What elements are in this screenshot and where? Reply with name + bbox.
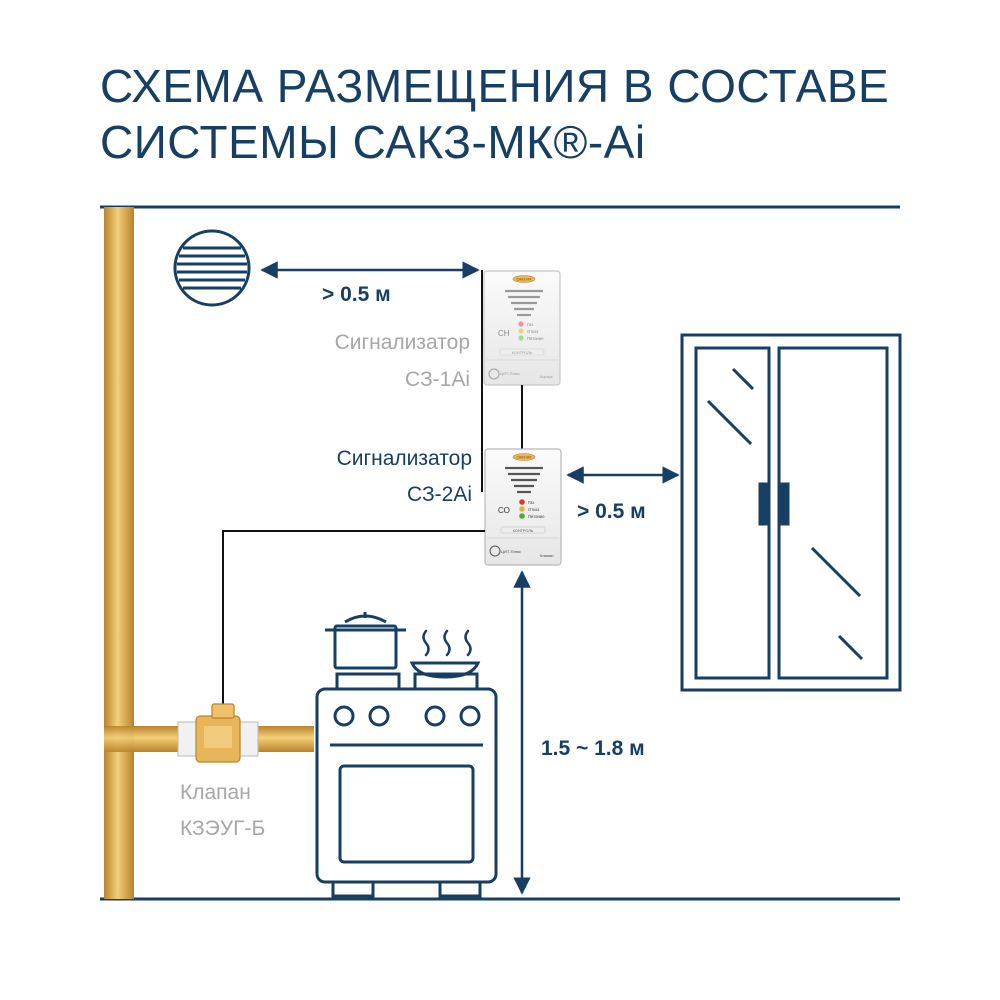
detector-sz-2ai: САКЗ-МК СО Газ Отказ Питание КОНТРОЛЬ ЦИ… bbox=[484, 448, 562, 566]
detector-2-label-line-1: Сигнализатор bbox=[337, 447, 472, 470]
svg-text:Питание: Питание bbox=[528, 514, 545, 519]
page-title: СХЕМА РАЗМЕЩЕНИЯ В СОСТАВЕ СИСТЕМЫ САКЗ-… bbox=[100, 58, 960, 170]
detector-2-label-line-2: СЗ-2Ai bbox=[407, 483, 472, 506]
grille-2 bbox=[505, 466, 543, 494]
window-distance-label: > 0.5 м bbox=[577, 500, 646, 523]
vent-grille-icon bbox=[173, 229, 251, 307]
title-line-1: СХЕМА РАЗМЕЩЕНИЯ В СОСТАВЕ bbox=[100, 60, 890, 112]
pot-icon bbox=[325, 612, 406, 670]
gas-stove-icon bbox=[315, 672, 498, 898]
title-line-2: СИСТЕМЫ САКЗ-МК®-Ai bbox=[100, 116, 646, 168]
badge-1: САКЗ-МК bbox=[516, 278, 532, 282]
valve-control-cable bbox=[222, 530, 485, 711]
svg-text:Корпус: Корпус bbox=[540, 374, 553, 379]
valve-icon bbox=[177, 703, 259, 763]
valve-label-line-1: Клапан bbox=[180, 781, 251, 804]
detector-sz-1ai: САКЗ-МК СН Газ Отказ Питание КОНТРОЛЬ ЦИ… bbox=[483, 270, 561, 386]
badge-2: САКЗ-МК bbox=[516, 456, 532, 460]
height-label: 1.5 ~ 1.8 м bbox=[541, 737, 645, 760]
svg-text:Газ: Газ bbox=[527, 322, 533, 327]
panel-text-1: СН bbox=[498, 329, 510, 338]
steam-icon bbox=[422, 629, 472, 657]
svg-text:ЦИТ-Плюс: ЦИТ-Плюс bbox=[500, 371, 520, 376]
valve-label-line-2: КЗЭУГ-Б bbox=[180, 817, 265, 840]
detector-1-label-line-1: Сигнализатор bbox=[335, 331, 470, 354]
pan-icon bbox=[409, 661, 481, 679]
svg-text:Газ: Газ bbox=[528, 500, 534, 505]
panel-text-2: СО bbox=[498, 506, 510, 515]
grille-1 bbox=[505, 289, 543, 317]
svg-text:Отказ: Отказ bbox=[527, 329, 538, 334]
svg-text:Клапан: Клапан bbox=[540, 553, 554, 558]
window-icon bbox=[680, 333, 902, 692]
svg-text:Питание: Питание bbox=[527, 336, 544, 341]
detector-1-label-line-2: СЗ-1Ai bbox=[405, 368, 470, 391]
svg-text:Отказ: Отказ bbox=[528, 507, 539, 512]
svg-text:КОНТРОЛЬ: КОНТРОЛЬ bbox=[512, 351, 533, 355]
svg-text:КОНТРОЛЬ: КОНТРОЛЬ bbox=[513, 529, 534, 533]
svg-text:ЦИТ-Плюс: ЦИТ-Плюс bbox=[501, 549, 521, 554]
vent-distance-label: > 0.5 м bbox=[322, 283, 391, 306]
